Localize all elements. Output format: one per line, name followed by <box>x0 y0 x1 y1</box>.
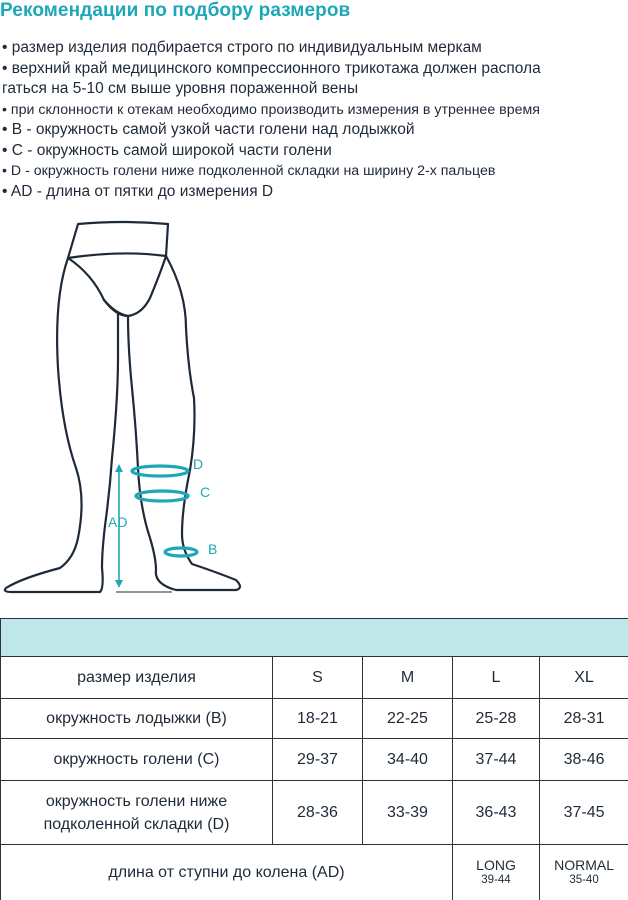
table-cell: 36-43 <box>452 780 540 845</box>
length-range: 35-40 <box>569 873 599 886</box>
measure-c-band <box>134 489 190 503</box>
list-item: • C - окружность самой широкой части гол… <box>2 141 332 159</box>
list-item: • верхний край медицинского компрессионн… <box>2 59 541 77</box>
table-cell: 22-25 <box>362 698 453 739</box>
measure-d-band <box>130 464 190 478</box>
column-header: размер изделия <box>0 656 273 699</box>
column-header: L <box>452 656 540 699</box>
row-label: окружность лодыжки (B) <box>0 698 273 739</box>
recommendations-list: • размер изделия подбирается строго по и… <box>2 38 628 202</box>
table-row: окружность голени ниже подколенной склад… <box>0 780 628 845</box>
table-header-band <box>0 618 628 657</box>
row-label: окружность голени (C) <box>0 738 273 781</box>
label-ad: AD <box>108 514 127 530</box>
list-item: • при склонности к отекам необходимо про… <box>2 101 540 118</box>
list-item: • размер изделия подбирается строго по и… <box>2 39 482 56</box>
briefs-outline <box>66 254 168 318</box>
table-row: окружность голени (C) 29-37 34-40 37-44 … <box>0 738 628 781</box>
table-cell: 29-37 <box>272 738 363 781</box>
length-range: 39-44 <box>481 873 511 886</box>
table-cell: 37-44 <box>452 738 540 781</box>
ad-arrow-bottom <box>115 580 123 588</box>
column-header: XL <box>538 656 628 699</box>
column-header: S <box>272 656 363 699</box>
table-row: размер изделия S M L XL <box>0 656 628 699</box>
table-cell: LONG 39-44 <box>452 844 540 900</box>
waistband-outline <box>66 220 170 260</box>
page-title: Рекомендации по подбору размеров <box>0 0 351 21</box>
length-type-label: NORMAL <box>554 856 614 873</box>
list-item: • D - окружность голени ниже подколенной… <box>2 163 496 179</box>
row-label-line: окружность голени ниже <box>45 792 228 810</box>
length-type-label: LONG <box>476 856 516 873</box>
table-cell: 34-40 <box>362 738 453 781</box>
list-item: • AD - длина от пятки до измерения D <box>2 182 274 200</box>
label-c: C <box>200 484 210 500</box>
table-cell: 25-28 <box>452 698 540 739</box>
left-leg-outline <box>3 256 120 594</box>
legs-measurement-diagram: D C B AD <box>3 220 242 594</box>
list-item: • B - окружность самой узкой части голен… <box>2 121 415 138</box>
row-label: окружность голени ниже подколенной склад… <box>0 780 273 845</box>
ad-arrow-top <box>115 464 123 472</box>
table-cell: 28-31 <box>538 698 628 739</box>
measure-b-band <box>163 546 199 558</box>
row-label-line: подколенной складки (D) <box>43 815 230 833</box>
table-row: длина от ступни до колена (AD) LONG 39-4… <box>0 844 628 900</box>
row-label: длина от ступни до колена (AD) <box>0 844 453 900</box>
label-d: D <box>193 456 203 472</box>
table-cell: 37-45 <box>538 780 628 845</box>
table-cell: 18-21 <box>272 698 363 739</box>
column-header: M <box>362 656 453 699</box>
table-cell: NORMAL 35-40 <box>538 844 628 900</box>
crotch-seam <box>102 298 130 318</box>
header-band-cell <box>0 618 628 657</box>
list-item: гаться на 5-10 см выше уровня пораженной… <box>2 80 359 97</box>
table-cell: 33-39 <box>362 780 453 845</box>
table-cell: 28-36 <box>272 780 363 845</box>
table-cell: 38-46 <box>538 738 628 781</box>
table-row: окружность лодыжки (B) 18-21 22-25 25-28… <box>0 698 628 739</box>
size-table: размер изделия S M L XL окружность лодыж… <box>0 618 628 900</box>
label-b: B <box>208 541 217 557</box>
